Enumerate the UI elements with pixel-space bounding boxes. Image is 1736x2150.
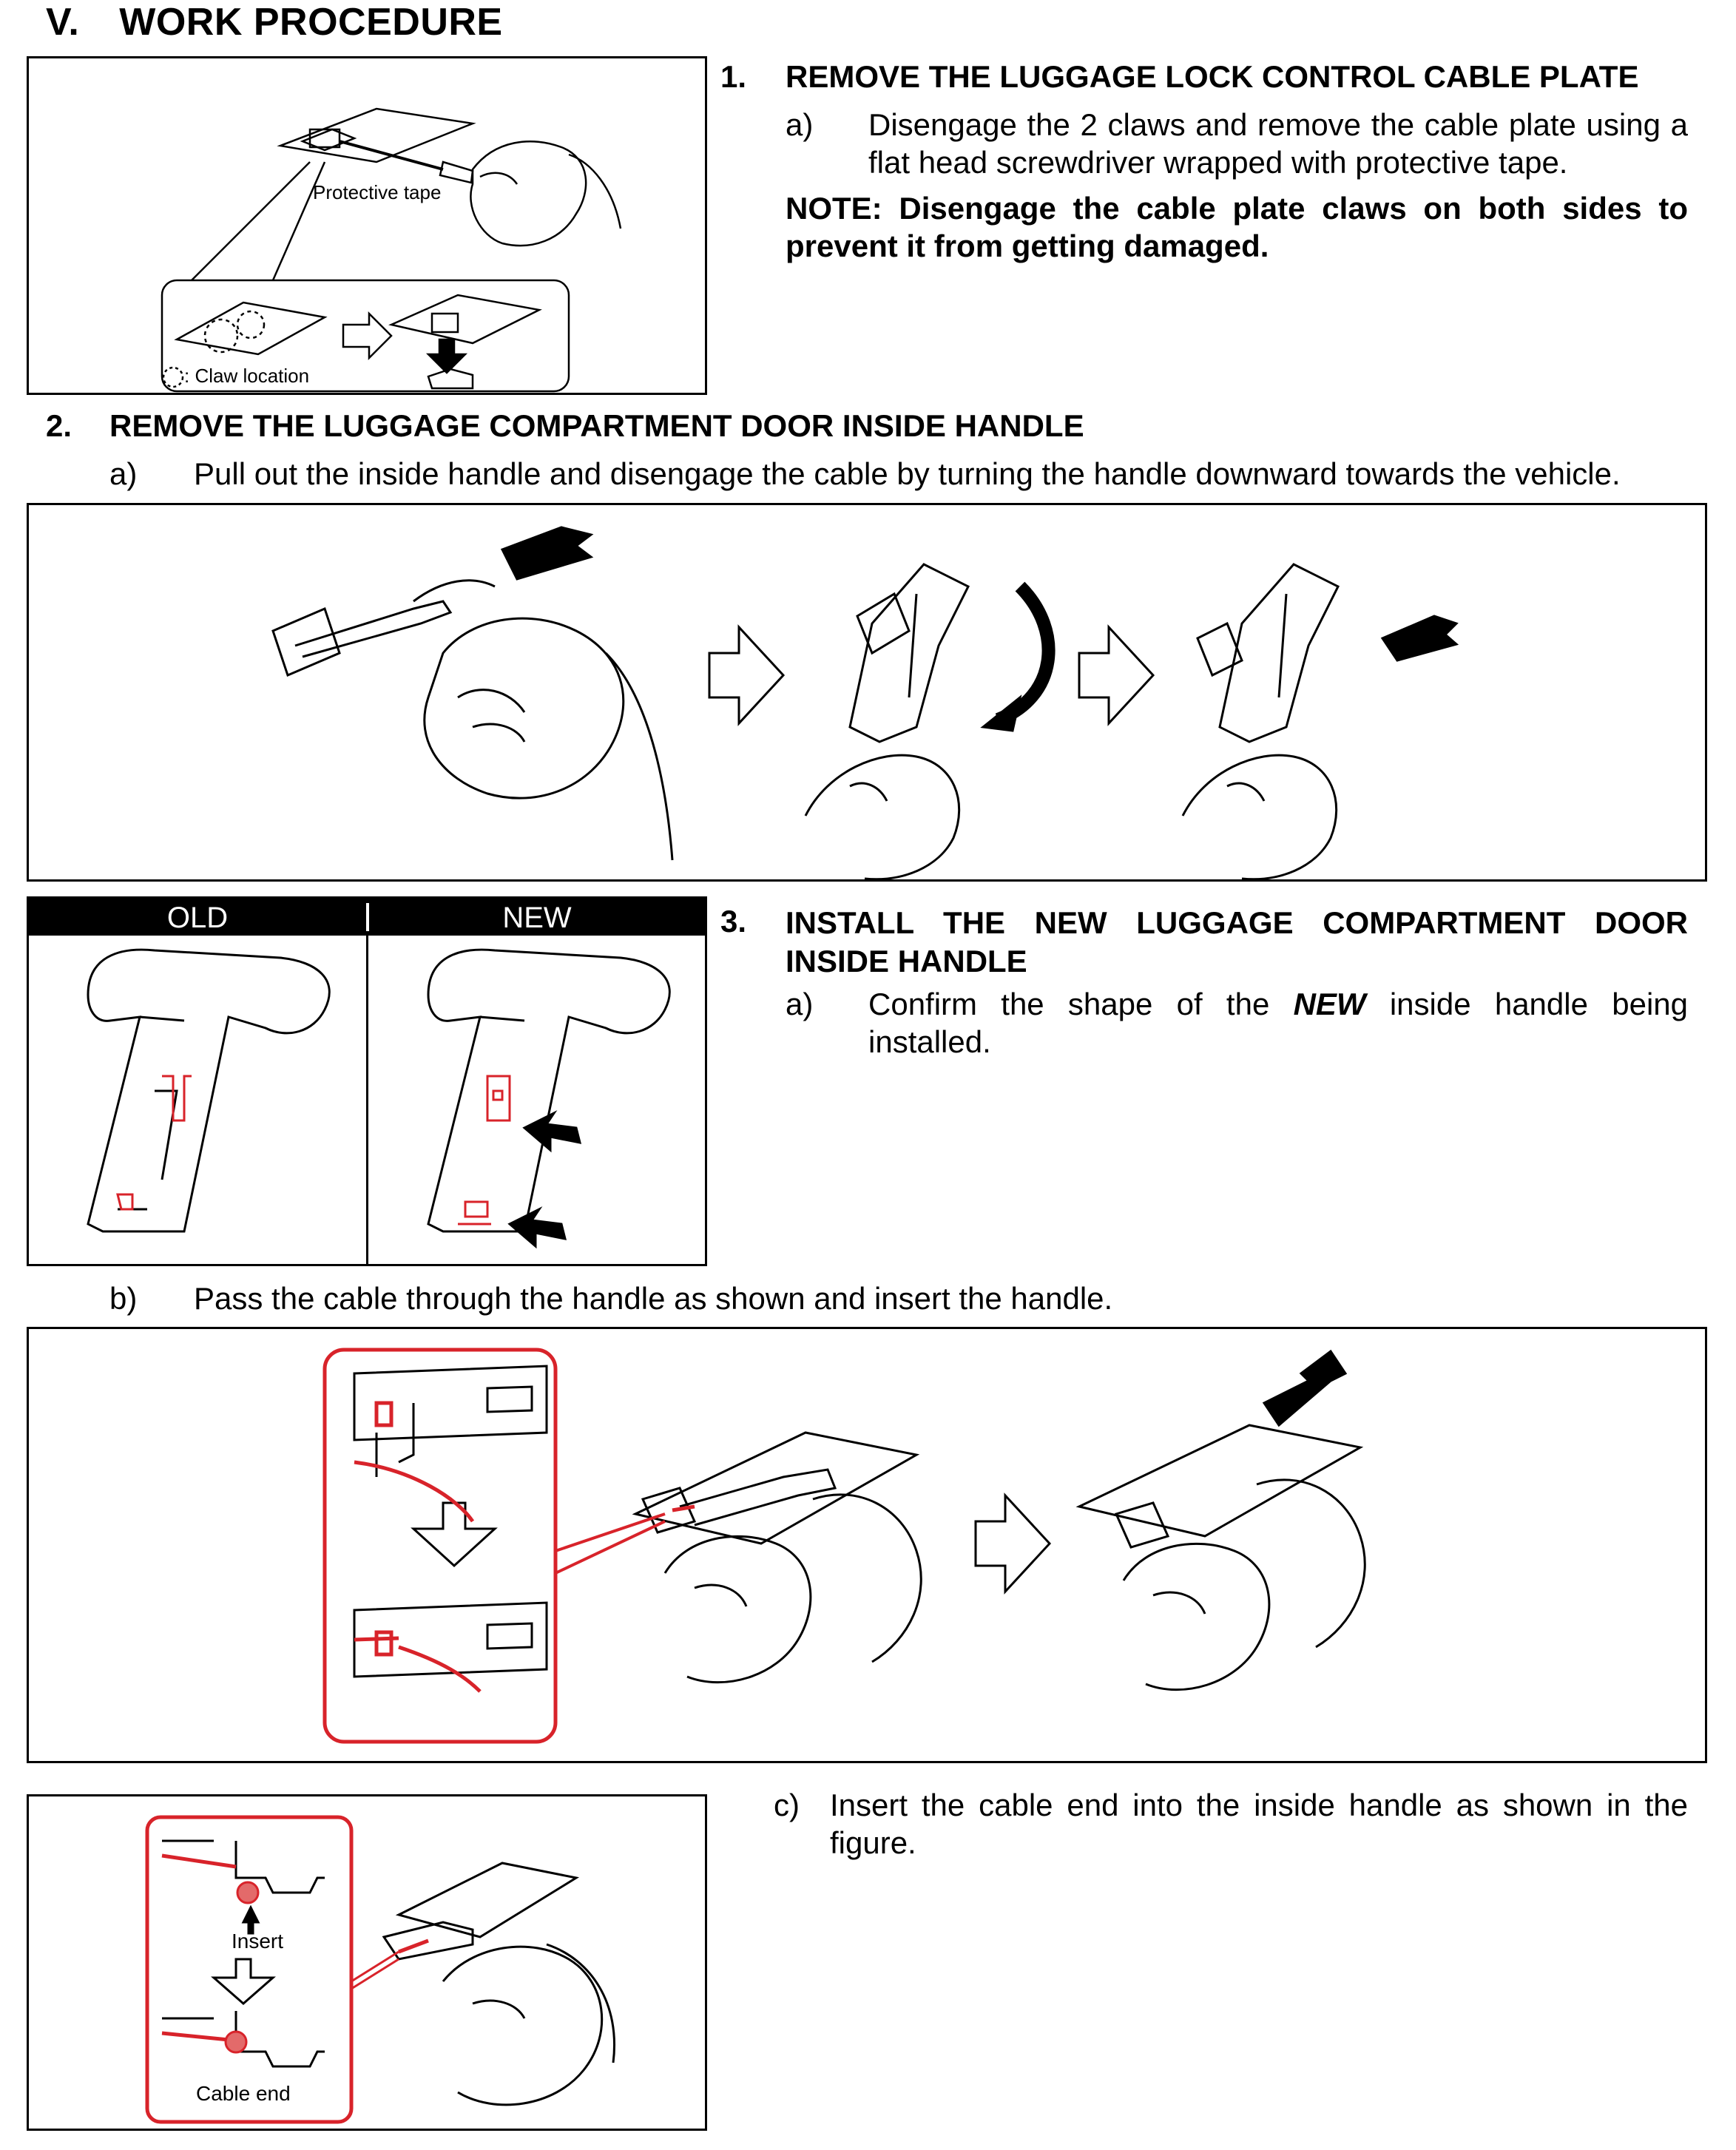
step2-number: 2. — [46, 408, 72, 443]
step3-number: 3. — [720, 904, 747, 939]
step3-a-text-after: inside handle being installed. — [868, 987, 1688, 1059]
step3-c-marker: c) — [774, 1788, 800, 1822]
step1-title: REMOVE THE LUGGAGE LOCK CONTROL CABLE PL… — [786, 59, 1639, 94]
handle-removal-illustration — [271, 526, 1459, 879]
handle-comparison-illustration — [87, 948, 671, 1249]
step3-b-marker: b) — [109, 1281, 138, 1316]
step3c-figure: Insert Cable end — [27, 1794, 707, 2131]
step1-a-text: Disengage the 2 claws and remove the cab… — [868, 107, 1688, 180]
claw-location-label: : Claw location — [184, 365, 310, 387]
step1-number: 1. — [720, 59, 747, 94]
step3-title: INSTALL THE NEW LUGGAGE COMPARTMENT DOOR… — [786, 905, 1688, 978]
protective-tape-label: Protective tape — [313, 181, 442, 203]
section-heading: V. WORK PROCEDURE — [46, 0, 503, 44]
step3-a-marker: a) — [786, 987, 814, 1021]
section-title: WORK PROCEDURE — [119, 1, 503, 44]
step1-figure: Protective tape : Claw location — [27, 56, 707, 395]
step1-a-marker: a) — [786, 107, 814, 142]
cable-end-label: Cable end — [196, 2082, 291, 2105]
cable-plate-illustration — [161, 107, 622, 393]
step3-a-text: Confirm the shape of the NEW inside hand… — [868, 985, 1688, 1061]
old-new-divider — [366, 936, 368, 1264]
step3-old-new-figure: OLD NEW — [27, 896, 707, 1266]
step3b-figure — [27, 1327, 1707, 1763]
step3-a-emphasis: NEW — [1293, 987, 1366, 1021]
cable-routing-illustration — [322, 1348, 1366, 1744]
section-number: V. — [46, 1, 80, 44]
step3-b-text: Pass the cable through the handle as sho… — [194, 1281, 1113, 1316]
step2-title: REMOVE THE LUGGAGE COMPARTMENT DOOR INSI… — [109, 408, 1084, 443]
cable-end-insertion-illustration — [145, 1815, 615, 2124]
step1-note: NOTE: Disengage the cable plate claws on… — [786, 191, 1688, 263]
old-new-divider-top — [366, 903, 369, 931]
step3-a-text-before: Confirm the shape of the — [868, 987, 1294, 1021]
step2-a-text: Pull out the inside handle and disengage… — [194, 456, 1621, 491]
step3-c-text: Insert the cable end into the inside han… — [830, 1788, 1688, 1860]
step2-figure — [27, 503, 1707, 882]
insert-label: Insert — [232, 1930, 284, 1953]
old-label: OLD — [166, 902, 229, 934]
new-label: NEW — [502, 902, 572, 934]
step2-a-marker: a) — [109, 456, 138, 491]
